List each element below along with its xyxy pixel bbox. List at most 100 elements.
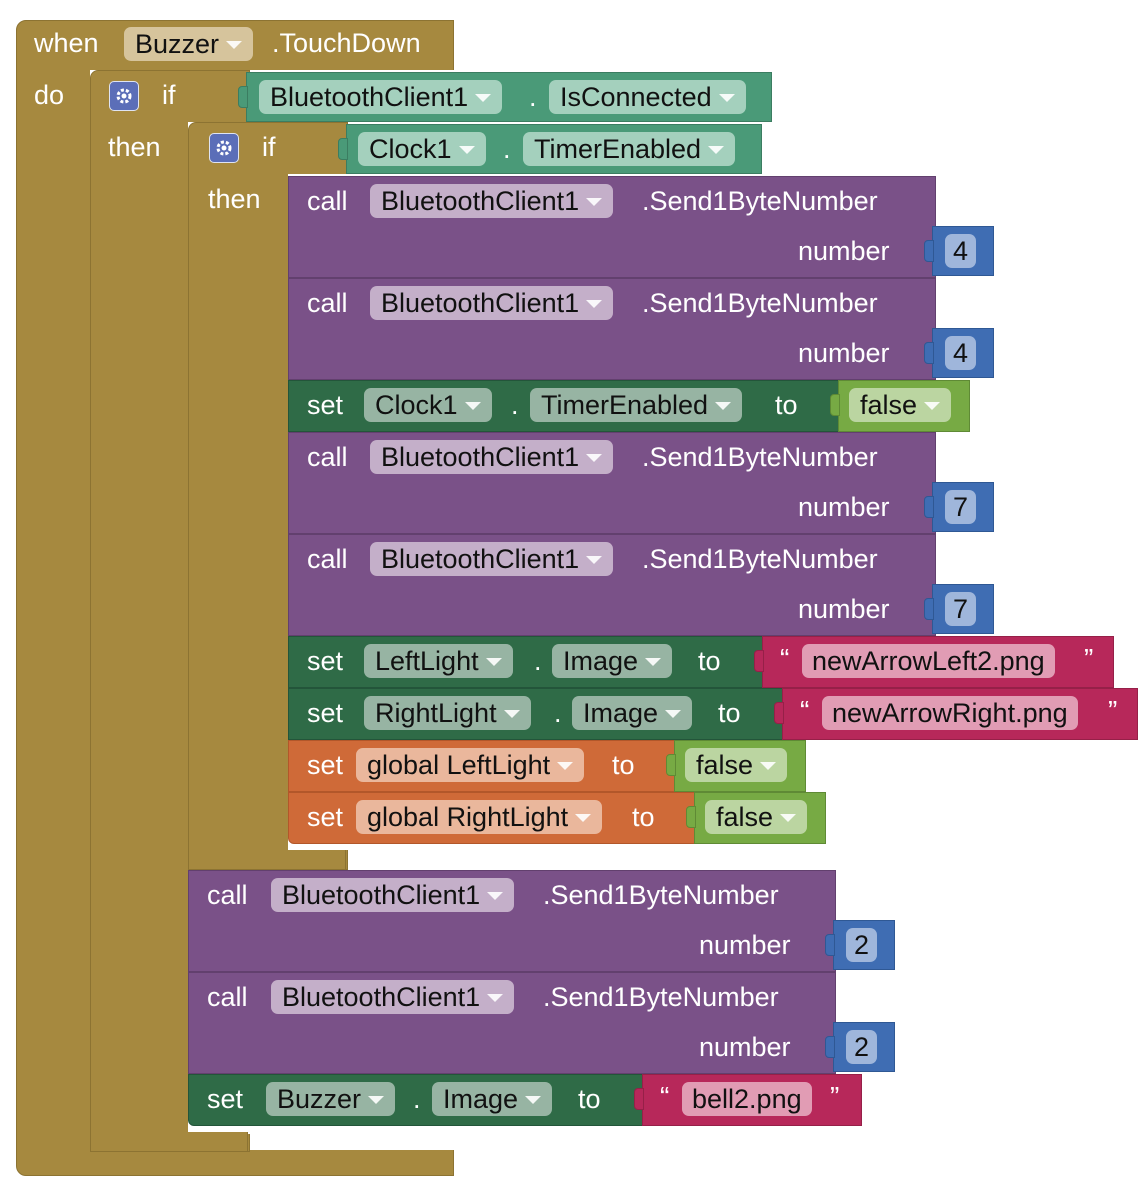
do-keyword: do <box>34 80 65 110</box>
boolean-dropdown[interactable]: false <box>705 800 808 834</box>
if-keyword: if <box>162 80 176 110</box>
component-dropdown[interactable]: LeftLight <box>364 644 513 678</box>
connector-tab <box>924 496 934 518</box>
component-dropdown[interactable]: BluetoothClient1 <box>271 980 515 1014</box>
if-outer-bottom <box>90 1132 248 1152</box>
connector-tab <box>634 1088 644 1110</box>
connector-tab <box>830 394 840 416</box>
text-value[interactable]: newArrowLeft2.png <box>802 644 1055 678</box>
component-dropdown[interactable]: Clock1 <box>364 388 492 422</box>
number-value[interactable]: 7 <box>945 592 977 626</box>
method-name: .Send1ByteNumber <box>543 982 779 1012</box>
to-keyword: to <box>612 750 635 780</box>
call-keyword: call <box>307 186 348 216</box>
number-param-label: number <box>699 1032 791 1062</box>
variable-dropdown[interactable]: global LeftLight <box>356 748 585 782</box>
property-dropdown[interactable]: IsConnected <box>549 80 746 114</box>
dot: . <box>503 134 511 164</box>
set-keyword: set <box>307 750 344 780</box>
event-name: .TouchDown <box>272 28 421 58</box>
open-quote: “ <box>780 643 790 674</box>
property-dropdown[interactable]: Image <box>552 644 673 678</box>
number-value[interactable]: 7 <box>945 490 977 524</box>
connector-tab <box>238 86 248 108</box>
property-dropdown[interactable]: Image <box>432 1082 553 1116</box>
number-value[interactable]: 2 <box>846 1030 878 1064</box>
if-inner-bottom <box>188 850 346 870</box>
set-keyword: set <box>307 802 344 832</box>
connector-tab <box>924 342 934 364</box>
method-name: .Send1ByteNumber <box>642 544 878 574</box>
method-name: .Send1ByteNumber <box>642 288 878 318</box>
component-dropdown[interactable]: BluetoothClient1 <box>370 286 614 320</box>
to-keyword: to <box>578 1084 601 1114</box>
connector-tab <box>686 806 696 828</box>
set-keyword: set <box>307 698 344 728</box>
boolean-dropdown[interactable]: false <box>849 388 952 422</box>
when-keyword: when <box>34 28 99 58</box>
component-dropdown[interactable]: Buzzer <box>266 1082 396 1116</box>
to-keyword: to <box>632 802 655 832</box>
close-quote: ” <box>1108 695 1118 726</box>
call-keyword: call <box>307 442 348 472</box>
set-keyword: set <box>307 390 344 420</box>
set-keyword: set <box>307 646 344 676</box>
connector-tab <box>754 650 764 672</box>
dot: . <box>511 390 519 420</box>
method-name: .Send1ByteNumber <box>543 880 779 910</box>
number-value[interactable]: 4 <box>945 234 977 268</box>
component-dropdown[interactable]: BluetoothClient1 <box>370 542 614 576</box>
text-value[interactable]: bell2.png <box>682 1082 812 1116</box>
to-keyword: to <box>698 646 721 676</box>
event-bottom-arm <box>90 1150 454 1176</box>
number-param-label: number <box>798 338 890 368</box>
connector-tab <box>666 754 676 776</box>
set-leftlight-image-block[interactable] <box>288 636 766 688</box>
component-dropdown[interactable]: Clock1 <box>358 132 486 166</box>
component-dropdown[interactable]: BluetoothClient1 <box>259 80 503 114</box>
method-name: .Send1ByteNumber <box>642 442 878 472</box>
then-keyword: then <box>208 184 261 214</box>
call-keyword: call <box>307 288 348 318</box>
call-keyword: call <box>207 982 248 1012</box>
property-dropdown[interactable]: TimerEnabled <box>523 132 736 166</box>
number-param-label: number <box>798 492 890 522</box>
then-keyword: then <box>108 132 161 162</box>
connector-tab <box>924 240 934 262</box>
number-value[interactable]: 2 <box>846 928 878 962</box>
set-buzzer-image-block[interactable] <box>188 1074 644 1126</box>
connector-tab <box>825 1036 835 1058</box>
call-keyword: call <box>207 880 248 910</box>
dot: . <box>534 646 542 676</box>
variable-dropdown[interactable]: global RightLight <box>356 800 603 834</box>
property-dropdown[interactable]: TimerEnabled <box>530 388 743 422</box>
if-keyword: if <box>262 132 276 162</box>
open-quote: “ <box>660 1081 670 1112</box>
boolean-dropdown[interactable]: false <box>685 748 788 782</box>
component-dropdown[interactable]: BluetoothClient1 <box>370 184 614 218</box>
to-keyword: to <box>775 390 798 420</box>
open-quote: “ <box>800 695 810 726</box>
property-dropdown[interactable]: Image <box>572 696 693 730</box>
number-param-label: number <box>699 930 791 960</box>
close-quote: ” <box>1084 643 1094 674</box>
component-dropdown[interactable]: RightLight <box>364 696 531 730</box>
set-rightlight-image-block[interactable] <box>288 688 786 740</box>
gear-icon[interactable] <box>109 81 139 111</box>
text-value[interactable]: newArrowRight.png <box>822 696 1078 730</box>
dot: . <box>529 82 537 112</box>
dot: . <box>554 698 562 728</box>
component-dropdown[interactable]: BluetoothClient1 <box>271 878 515 912</box>
connector-tab <box>338 138 348 160</box>
connector-tab <box>924 598 934 620</box>
connector-tab <box>825 934 835 956</box>
event-component-dropdown[interactable]: Buzzer <box>124 27 254 61</box>
gear-icon[interactable] <box>209 133 239 163</box>
connector-tab <box>774 702 784 724</box>
close-quote: ” <box>830 1081 840 1112</box>
set-keyword: set <box>207 1084 244 1114</box>
component-dropdown[interactable]: BluetoothClient1 <box>370 440 614 474</box>
number-value[interactable]: 4 <box>945 336 977 370</box>
number-param-label: number <box>798 594 890 624</box>
method-name: .Send1ByteNumber <box>642 186 878 216</box>
